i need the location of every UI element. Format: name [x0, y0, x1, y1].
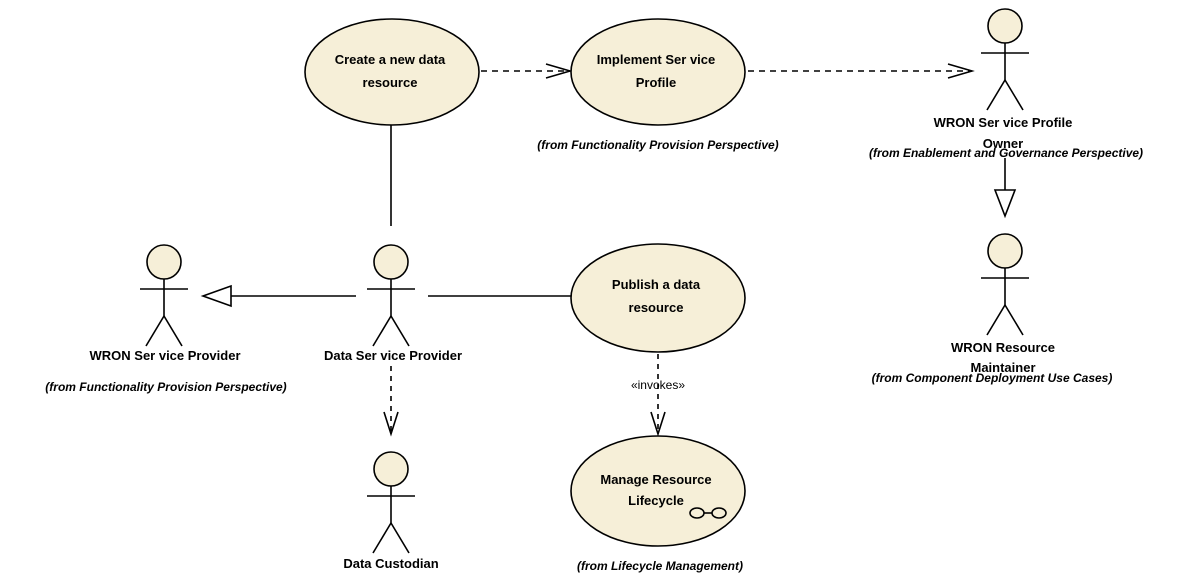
actor-head-icon	[987, 233, 1023, 269]
use-case-manage-resource-lifecycle[interactable]: Manage Resource Lifecycle	[570, 435, 746, 547]
use-case-label: resource	[363, 75, 418, 90]
use-case-label: resource	[629, 300, 684, 315]
dependency-create-implement-arrowhead	[545, 63, 573, 79]
actor-label: WRON Ser vice Profile	[934, 115, 1073, 130]
generalization-rm-po-arrowhead	[993, 189, 1017, 219]
actor-head-icon	[146, 244, 182, 280]
use-case-label: Profile	[636, 75, 676, 90]
actor-wron-service-profile-owner[interactable]	[981, 8, 1029, 111]
invokes-stereotype-label: «invokes»	[631, 378, 685, 392]
actor-label: Data Ser vice Provider	[324, 348, 462, 363]
connectors	[200, 63, 1017, 437]
actor-label: Owner	[983, 136, 1023, 151]
use-case-implement-service-profile[interactable]: Implement Ser vice Profile	[570, 18, 746, 126]
use-case-label: Publish a data	[612, 277, 701, 292]
profile-owner-package-note: (from Enablement and Governance Perspect…	[869, 146, 1143, 160]
generalization-dsp-wsp-arrowhead	[200, 284, 232, 308]
resource-maintainer-package-note: (from Component Deployment Use Cases)	[872, 371, 1113, 385]
actor-head-icon	[373, 451, 409, 487]
actor-wron-resource-maintainer[interactable]	[981, 233, 1029, 336]
use-case-label: Manage Resource	[600, 472, 711, 487]
actor-label: Data Custodian	[343, 556, 438, 571]
use-case-label: Create a new data	[335, 52, 446, 67]
actor-label: WRON Resource	[951, 340, 1055, 355]
actor-wron-service-provider[interactable]	[140, 244, 188, 347]
use-case-label: Implement Ser vice	[597, 52, 716, 67]
composite-link-icon	[689, 507, 727, 519]
actor-data-service-provider[interactable]	[367, 244, 415, 347]
actor-label: WRON Ser vice Provider	[90, 348, 241, 363]
actor-data-custodian[interactable]	[367, 451, 415, 554]
implement-package-note: (from Functionality Provision Perspectiv…	[537, 138, 778, 152]
dependency-publish-manage-arrowhead	[650, 411, 666, 437]
use-case-create-data-resource[interactable]: Create a new data resource	[304, 18, 480, 126]
actor-label: Maintainer	[970, 360, 1035, 375]
dependency-implement-owner-arrowhead	[947, 63, 975, 79]
actor-head-icon	[373, 244, 409, 280]
dependency-dsp-custodian-arrowhead	[383, 411, 399, 437]
use-case-label: Lifecycle	[628, 493, 684, 508]
use-case-publish-data-resource[interactable]: Publish a data resource	[570, 243, 746, 353]
actor-head-icon	[987, 8, 1023, 44]
manage-package-note: (from Lifecycle Management)	[577, 559, 743, 573]
service-provider-package-note: (from Functionality Provision Perspectiv…	[45, 380, 286, 394]
